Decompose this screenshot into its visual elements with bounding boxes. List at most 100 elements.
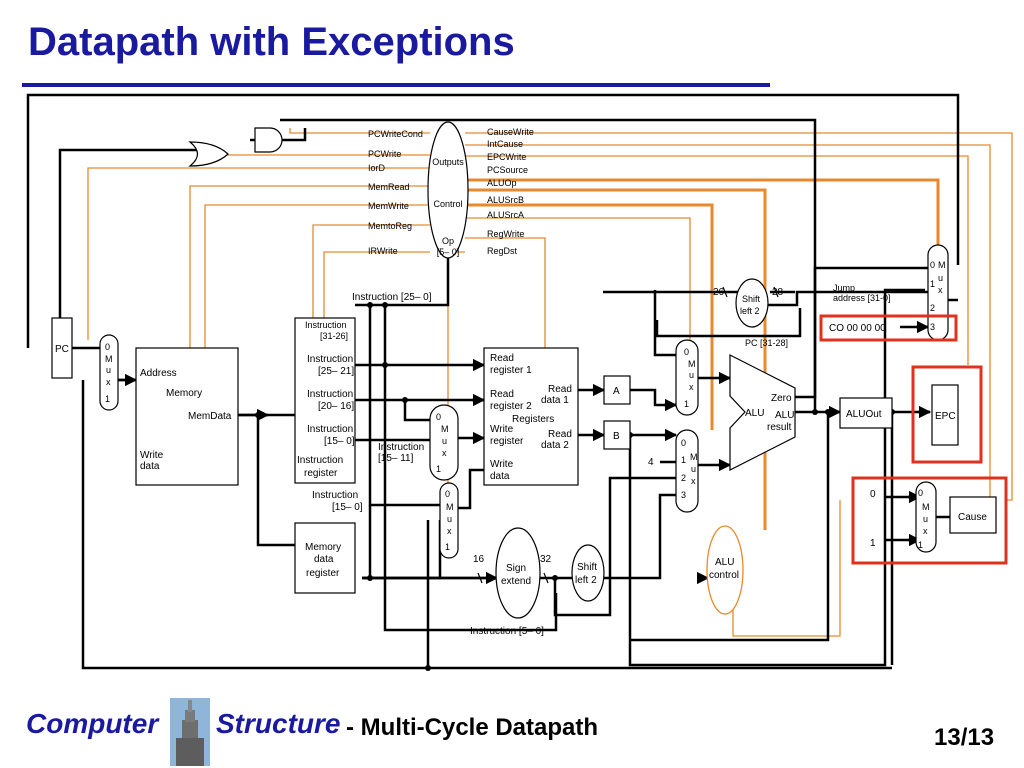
cause-label: Cause	[958, 512, 987, 523]
alu-result-1: ALU	[775, 410, 794, 421]
mux-memtoreg-1: 1	[445, 542, 450, 552]
ir-name1: Instruction	[297, 455, 343, 466]
jump-address-1: Jump	[833, 283, 855, 293]
mux-iord-1: 1	[105, 394, 110, 404]
sig-aluop: ALUOp	[487, 178, 517, 188]
sig-irwrite: IRWrite	[368, 246, 398, 256]
sig-intcause: IntCause	[487, 139, 523, 149]
mux-memtoreg: 0 M u x 1	[439, 482, 459, 559]
mux-iord-u: u	[106, 365, 111, 375]
ir-f2b: [25– 21]	[318, 366, 354, 377]
sig-epcwrite: EPCWrite	[487, 152, 526, 162]
mux-pcsource-u: u	[938, 273, 943, 283]
mux-alusrca-x: x	[689, 382, 694, 392]
mux-alusrcb-x: x	[691, 476, 696, 486]
mux-pcsource-2: 2	[930, 303, 935, 313]
regs-name: Registers	[512, 414, 554, 425]
alu-zero-label: Zero	[771, 393, 792, 404]
mux-alusrcb-u: u	[691, 464, 696, 474]
memory-block: Address Memory MemData Write data	[135, 347, 239, 486]
shift-lower-2: left 2	[575, 575, 597, 586]
cause-register: Cause	[949, 496, 997, 534]
sign-extend-1: Sign	[506, 563, 526, 574]
sig-alusrca: ALUSrcA	[487, 210, 524, 220]
register-a: A	[603, 375, 631, 405]
mux-regdst-u: u	[442, 436, 447, 446]
alu-control: ALU control	[706, 525, 744, 615]
instruction-register: Instruction [31-26] Instruction [25– 21]…	[294, 317, 356, 484]
shift-left-2-lower: Shift left 2	[571, 544, 605, 602]
ir-f1a: Instruction	[305, 320, 347, 330]
shift-upper-2: left 2	[740, 306, 760, 316]
shift-lower-1: Shift	[577, 562, 597, 573]
page-number: 13/13	[934, 724, 995, 751]
pc-label: PC	[55, 344, 69, 355]
sign-extend: Sign extend	[495, 527, 541, 619]
mux-alusrcb: 0 M 1 u 2 x 3	[675, 429, 699, 513]
register-file: Read register 1 Read register 2 Read dat…	[483, 347, 579, 486]
mux-alusrcb-2: 2	[681, 473, 686, 483]
control-outputs-label: Outputs	[432, 157, 464, 167]
width-32: 32	[540, 554, 552, 565]
const-4: 4	[648, 457, 654, 468]
mux-regdst-x: x	[442, 448, 447, 458]
sig-regwrite: RegWrite	[487, 229, 524, 239]
ir-f4b: [15– 0]	[324, 436, 355, 447]
sig-regdst: RegDst	[487, 246, 518, 256]
mux-alusrcb-3: 3	[681, 490, 686, 500]
mux-intcause-m: M	[922, 502, 930, 512]
width-26: 26	[713, 287, 725, 298]
register-b-label: B	[613, 431, 620, 442]
width-16: 16	[473, 554, 485, 565]
sig-memtoreg: MemtoReg	[368, 221, 412, 231]
regs-rr2a: Read	[490, 389, 514, 400]
sig-pcwrite: PCWrite	[368, 149, 401, 159]
mux-alusrca-1: 1	[684, 399, 689, 409]
ir-15-0-a: Instruction	[312, 490, 358, 501]
alu-control-1: ALU	[715, 557, 734, 568]
or-gate	[188, 141, 229, 167]
footer-brand-structure: Structure	[216, 708, 341, 739]
mux-regdst-0: 0	[436, 412, 441, 422]
regs-rd1a: Read	[548, 384, 572, 395]
alu-control-2: control	[709, 570, 739, 581]
mux-memtoreg-u: u	[447, 514, 452, 524]
pc-register: PC	[51, 317, 73, 379]
mux-iord-0: 0	[105, 342, 110, 352]
mux-memtoreg-m: M	[446, 502, 454, 512]
regs-rd1b: data 1	[541, 395, 569, 406]
ir-name2: register	[304, 468, 338, 479]
alu-label: ALU	[745, 408, 764, 419]
sig-iord: IorD	[368, 163, 386, 173]
mux-pcsource-m: M	[938, 260, 946, 270]
mux-intcause-0: 0	[918, 488, 923, 498]
regs-wra: Write	[490, 424, 514, 435]
mux-alusrcb-m: M	[690, 452, 698, 462]
slide-title: Datapath with Exceptions	[28, 20, 515, 64]
footer-brand-computer: Computer	[26, 708, 159, 739]
regs-wda: Write	[490, 459, 514, 470]
memory-data-register: Memory data register	[294, 522, 356, 594]
bus-width-marks	[477, 286, 779, 584]
mux-intcause-x: x	[923, 526, 928, 536]
regs-rd2b: data 2	[541, 440, 569, 451]
sig-causewrite: CauseWrite	[487, 127, 534, 137]
memory-memdata-label: MemData	[188, 411, 232, 422]
control-op-bits: [5– 0]	[437, 247, 460, 257]
mux-regdst: 0 M u x 1	[429, 404, 459, 481]
mux-alusrcb-1: 1	[681, 455, 686, 465]
shift-left-2-upper: Shift left 2	[735, 278, 769, 328]
mdr-line3: register	[306, 568, 340, 579]
jump-address-2: address [31-0]	[833, 293, 891, 303]
title-underline	[22, 83, 770, 87]
control-unit: Outputs Control Op [5– 0]	[427, 121, 469, 259]
mux-alusrca-m: M	[688, 359, 696, 369]
regs-rr1b: register 1	[490, 365, 532, 376]
mdr-line2: data	[314, 554, 334, 565]
regs-rr1a: Read	[490, 353, 514, 364]
sig-pcsource: PCSource	[487, 165, 528, 175]
shift-upper-1: Shift	[742, 294, 761, 304]
mux-alusrca-0: 0	[684, 347, 689, 357]
ir-f3b: [20– 16]	[318, 401, 354, 412]
const-cause-0: 0	[870, 489, 876, 500]
